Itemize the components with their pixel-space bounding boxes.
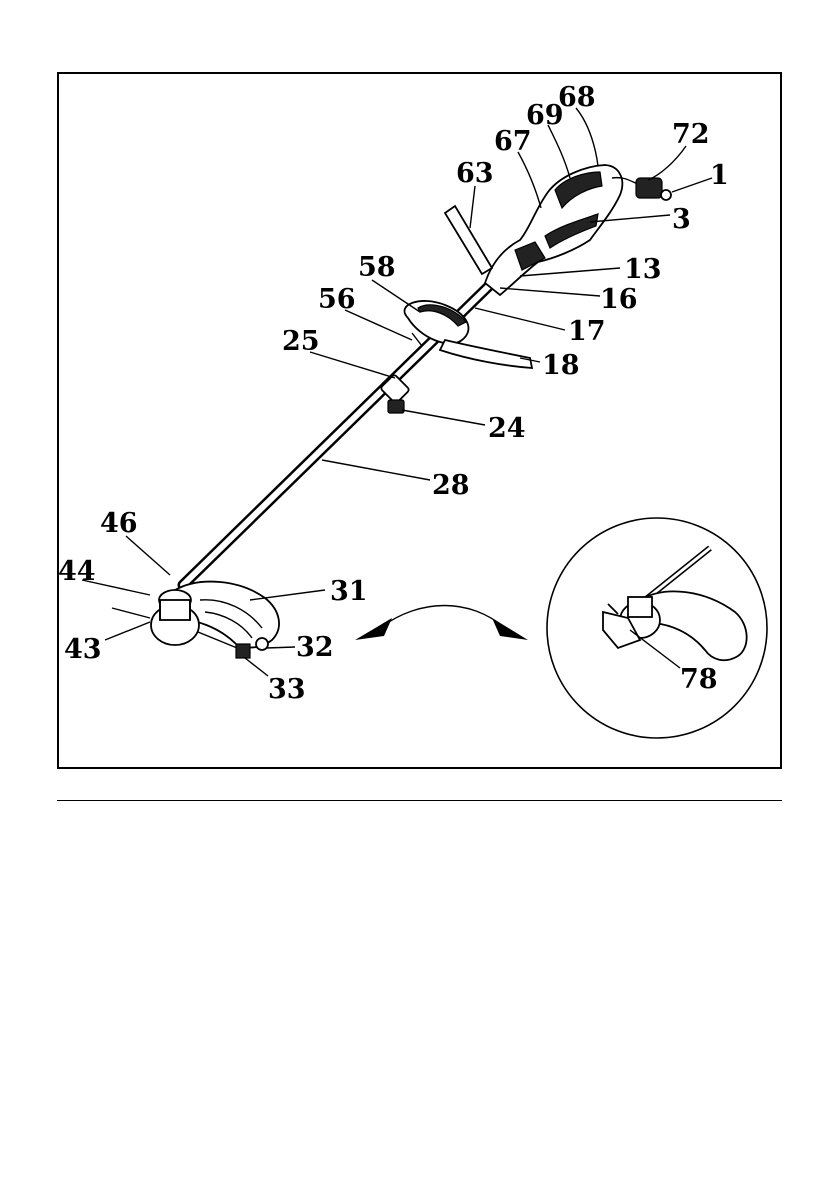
callout-56: 56 — [318, 284, 356, 315]
callout-24: 24 — [488, 413, 526, 444]
cutting-line — [112, 608, 150, 618]
callout-78: 78 — [680, 664, 718, 695]
callout-63: 63 — [456, 158, 494, 189]
view-transition-arrows — [355, 606, 528, 641]
callout-17: 17 — [568, 316, 606, 347]
safety-lever — [445, 206, 492, 274]
detail-view — [547, 518, 767, 738]
callout-28: 28 — [432, 470, 470, 501]
callout-33: 33 — [268, 674, 306, 705]
callout-44: 44 — [58, 556, 96, 587]
callout-18: 18 — [542, 350, 580, 381]
shaft-lock-collar — [380, 374, 410, 404]
callout-1: 1 — [710, 160, 729, 191]
lock-knob — [388, 400, 404, 413]
callout-3: 3 — [672, 204, 691, 235]
callout-46: 46 — [100, 508, 138, 539]
handle-arm — [440, 340, 532, 368]
cord-plug — [636, 178, 662, 198]
callout-32: 32 — [296, 632, 334, 663]
callout-43: 43 — [64, 634, 102, 665]
callout-13: 13 — [624, 254, 662, 285]
line-cutter — [236, 644, 250, 658]
callout-68: 68 — [558, 82, 596, 113]
callout-16: 16 — [600, 284, 638, 315]
callout-72: 72 — [672, 119, 710, 150]
arrow-left-icon — [355, 618, 392, 640]
callout-25: 25 — [282, 326, 320, 357]
callout-69: 69 — [526, 100, 564, 131]
callout-58: 58 — [358, 252, 396, 283]
callout-31: 31 — [330, 576, 368, 607]
callout-67: 67 — [494, 126, 532, 157]
